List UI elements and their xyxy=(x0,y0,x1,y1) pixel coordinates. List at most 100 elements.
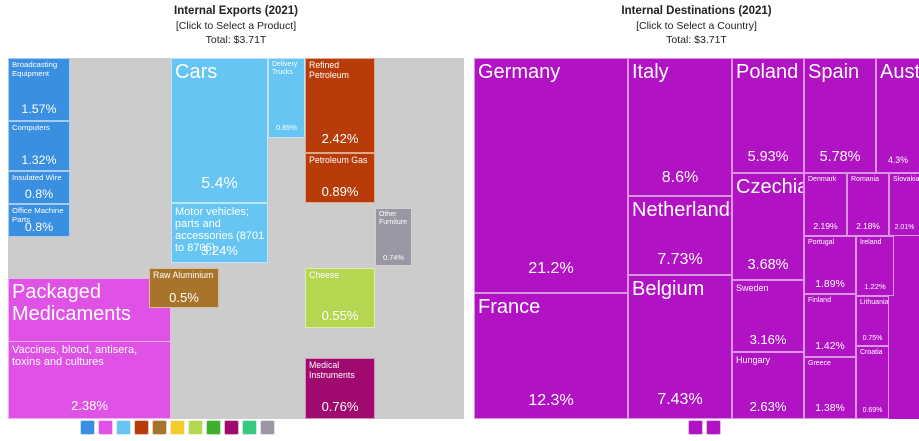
destination-cell-label: Poland xyxy=(736,61,799,83)
legend-destinations-icon[interactable] xyxy=(706,420,721,435)
destination-cell-label: Croatia xyxy=(860,349,883,356)
export-cell[interactable]: Refined Petroleum 2.42% xyxy=(305,58,375,153)
legend-textiles-icon[interactable] xyxy=(242,420,257,435)
legend-chemicals-icon[interactable] xyxy=(98,420,113,435)
destinations-total: Total: $3.71T xyxy=(666,34,727,46)
destination-cell-label: Spain xyxy=(808,61,860,83)
destination-cell-value: 0.75% xyxy=(862,335,883,342)
export-cell[interactable]: Broadcasting Equipment 1.57% xyxy=(8,58,70,121)
exports-treemap: Cars 5.4% Motor vehicles; parts and access… xyxy=(8,58,464,419)
destination-cell[interactable]: Italy 8.6% xyxy=(628,58,732,196)
destination-cell-value: 2.63% xyxy=(749,398,787,414)
export-cell-value: 0.55% xyxy=(321,308,359,324)
export-cell-label: Motor vehicles; parts and accessories (8… xyxy=(175,206,265,254)
destination-cell[interactable]: Croatia 0.69% xyxy=(856,346,889,419)
legend-foodstuffs-icon[interactable] xyxy=(188,420,203,435)
destination-cell-label: Italy xyxy=(632,61,669,83)
export-cell[interactable]: Raw Aluminium 0.5% xyxy=(149,268,219,308)
destination-cell[interactable]: Lithuania 0.75% xyxy=(856,296,889,346)
export-cell-value: 1.57% xyxy=(21,102,57,117)
destination-legend xyxy=(688,420,721,435)
destinations-subtitle[interactable]: [Click to Select a Country] xyxy=(636,20,757,32)
exports-title: Internal Exports (2021) xyxy=(174,5,298,17)
export-cell-label: Packaged Medicaments xyxy=(12,281,131,325)
legend-minerals-icon[interactable] xyxy=(134,420,149,435)
export-cell[interactable]: Cars 5.4% xyxy=(171,58,268,203)
destination-cell-value: 2.19% xyxy=(813,221,838,232)
destination-cell-value: 5.93% xyxy=(747,149,789,166)
legend-misc-icon[interactable] xyxy=(260,420,275,435)
destination-cell-label: Austria xyxy=(880,61,919,83)
legend-machines-icon[interactable] xyxy=(80,420,95,435)
destination-cell[interactable]: Poland 5.93% xyxy=(732,58,804,173)
destination-cell[interactable]: Spain 5.78% xyxy=(804,58,876,173)
destination-cell-value: 7.73% xyxy=(657,251,703,269)
destination-cell[interactable]: Belgium 7.43% xyxy=(628,275,732,419)
export-cell-label: Cars xyxy=(175,61,218,83)
export-cell-label: Delivery Trucks xyxy=(272,61,298,76)
destination-cell-value: 5.78% xyxy=(819,149,861,166)
legend-plastics-icon[interactable] xyxy=(170,420,185,435)
legend-transport-icon[interactable] xyxy=(116,420,131,435)
destination-cell-value: 3.68% xyxy=(747,256,789,273)
destination-cell-value: 1.38% xyxy=(815,403,845,415)
destination-cell-value: 21.2% xyxy=(528,259,574,277)
destination-cell-label: Belgium xyxy=(632,278,705,300)
destination-cell[interactable]: Austria 4.3% xyxy=(876,58,919,173)
legend-vegetables-icon[interactable] xyxy=(206,420,221,435)
legend-instruments-icon[interactable] xyxy=(224,420,239,435)
destination-cell-label: Slovakia xyxy=(893,176,919,183)
export-cell-value: 0.5% xyxy=(169,289,199,305)
export-cell-label: Broadcasting Equipment xyxy=(12,60,58,78)
destination-cell-label: Finland xyxy=(808,297,831,304)
legend-destinations-icon[interactable] xyxy=(688,420,703,435)
export-cell-label: Medical Instruments xyxy=(309,360,355,380)
export-cell[interactable]: Motor vehicles; parts and accessories (8… xyxy=(171,203,268,263)
export-cell-label: Raw Aluminium xyxy=(153,270,214,280)
destinations-title: Internal Destinations (2021) xyxy=(621,5,772,17)
product-legend xyxy=(80,420,275,435)
destination-cell-value: 3.16% xyxy=(749,331,787,347)
destination-cell-label: Lithuania xyxy=(860,299,889,306)
export-cell-value: 5.4% xyxy=(201,175,238,193)
export-cell[interactable]: Vaccines, blood, antisera, toxins and cu… xyxy=(8,341,171,419)
export-cell-label: Refined Petroleum xyxy=(309,60,349,80)
export-cell-value: 2.42% xyxy=(321,131,359,147)
export-cell-value: 0.89% xyxy=(321,184,359,199)
destination-cell-value: 12.3% xyxy=(528,392,574,410)
destinations-header: Internal Destinations (2021) [Click to S… xyxy=(474,4,919,47)
destination-cell[interactable]: Hungary 2.63% xyxy=(732,352,804,419)
legend-metals-icon[interactable] xyxy=(152,420,167,435)
destination-cell-value: 8.6% xyxy=(661,168,699,186)
destination-cell-value: 4.3% xyxy=(887,155,909,166)
destination-cell-label: Romania xyxy=(851,176,880,183)
destination-cell-value: 7.43% xyxy=(657,391,703,409)
destination-cell-label: Hungary xyxy=(736,355,771,365)
destination-cell-value: 1.89% xyxy=(815,278,845,290)
destination-cell-value: 0.69% xyxy=(862,406,883,414)
exports-subtitle[interactable]: [Click to Select a Product] xyxy=(175,20,297,32)
export-cell-value: 1.32% xyxy=(21,153,57,167)
export-cell-label: Office Machine Parts xyxy=(12,206,64,224)
